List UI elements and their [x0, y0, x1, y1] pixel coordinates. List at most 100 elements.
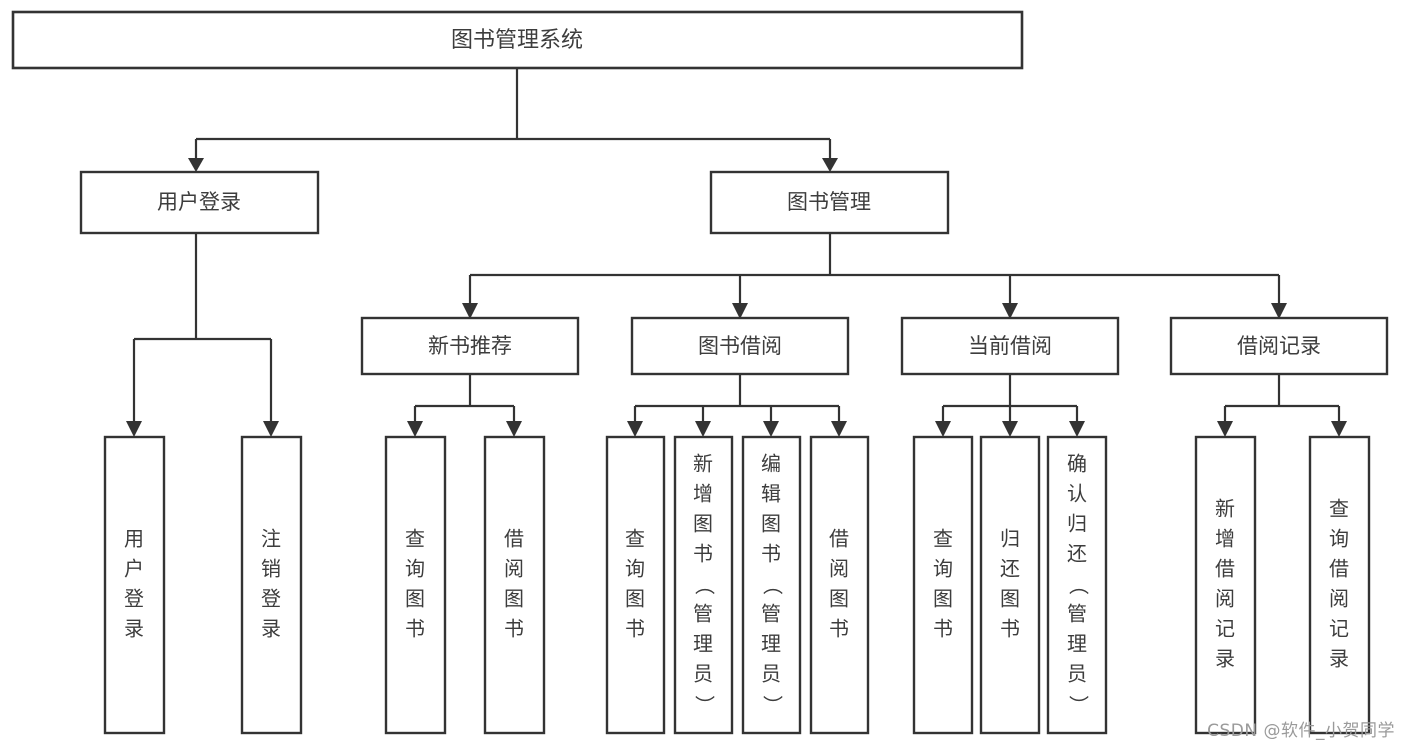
vertical-label-char: 员 [1067, 662, 1087, 686]
node-leaf-user-login[interactable]: 用户登录 [103, 435, 166, 735]
node-book-manage[interactable]: 图书管理 [709, 170, 950, 235]
vertical-label-char: 询 [625, 557, 645, 581]
node-leaf-user-login-box[interactable] [103, 435, 166, 735]
vertical-label-char: 阅 [504, 557, 524, 581]
node-user-login-label: 用户登录 [157, 190, 241, 214]
vertical-label-char: 图 [1000, 587, 1020, 611]
node-leaf-query-book-1-box[interactable] [384, 435, 447, 735]
connector-new-book-recommend-bus [413, 374, 516, 425]
vertical-label-char: 理 [1067, 632, 1087, 656]
node-leaf-borrow-book-2-box[interactable] [809, 435, 870, 735]
vertical-label-char: 借 [504, 527, 524, 551]
node-book-manage-box[interactable] [709, 170, 950, 235]
connector-current-borrow-bus [941, 374, 1079, 425]
node-leaf-edit-book-box[interactable] [741, 435, 802, 735]
node-book-borrow[interactable]: 图书借阅 [630, 316, 850, 376]
node-root-box[interactable] [11, 10, 1024, 70]
node-book-borrow-label: 图书借阅 [698, 334, 782, 358]
vertical-label-char: 询 [933, 557, 953, 581]
vertical-label-char: 用 [124, 527, 144, 551]
arrow-head-leaf-confirm-return [1069, 421, 1085, 437]
node-root[interactable]: 图书管理系统 [11, 10, 1024, 70]
vertical-label-char: 询 [405, 557, 425, 581]
node-book-borrow-box[interactable] [630, 316, 850, 376]
node-current-borrow-label: 当前借阅 [968, 334, 1052, 358]
vertical-label-char: 书 [1000, 617, 1020, 641]
vertical-label-char: 借 [829, 527, 849, 551]
node-current-borrow-box[interactable] [900, 316, 1120, 376]
vertical-label-char: 编 [761, 452, 781, 476]
connector-layer [126, 68, 1347, 437]
vertical-label-char: 录 [124, 617, 144, 641]
vertical-label-char: 书 [504, 617, 524, 641]
node-leaf-borrow-book-1-box[interactable] [483, 435, 546, 735]
node-user-login[interactable]: 用户登录 [79, 170, 320, 235]
node-leaf-query-book-2-box[interactable] [605, 435, 666, 735]
vertical-label-char: 记 [1215, 617, 1235, 641]
arrow-head-leaf-borrow-book-2 [831, 421, 847, 437]
vertical-label-char: 书 [933, 617, 953, 641]
node-borrow-record-box[interactable] [1169, 316, 1389, 376]
node-leaf-user-login-label: 用户登录 [124, 527, 144, 641]
vertical-label-char: ） [1067, 695, 1091, 715]
vertical-label-char: 新 [1215, 497, 1235, 521]
vertical-label-char: 认 [1067, 482, 1087, 506]
vertical-label-char: 理 [761, 632, 781, 656]
node-new-book-recommend[interactable]: 新书推荐 [360, 316, 580, 376]
vertical-label-char: 查 [933, 527, 953, 551]
vertical-label-char: 还 [1067, 542, 1087, 566]
arrow-head-leaf-edit-book [763, 421, 779, 437]
arrow-head-leaf-add-book [695, 421, 711, 437]
arrow-head-leaf-query-record [1331, 421, 1347, 437]
vertical-label-char: 阅 [829, 557, 849, 581]
node-book-manage-label: 图书管理 [787, 190, 871, 214]
node-user-login-box[interactable] [79, 170, 320, 235]
node-leaf-confirm-return-box[interactable] [1046, 435, 1108, 735]
vertical-label-char: 销 [261, 557, 281, 581]
vertical-label-char: 理 [693, 632, 713, 656]
node-leaf-query-record-box[interactable] [1308, 435, 1371, 735]
connector-root-bus [194, 68, 832, 162]
node-borrow-record-label: 借阅记录 [1237, 334, 1321, 358]
vertical-label-char: 还 [1000, 557, 1020, 581]
vertical-label-char: 员 [693, 662, 713, 686]
vertical-label-char: 增 [693, 482, 713, 506]
arrow-head-leaf-add-record [1217, 421, 1233, 437]
vertical-label-char: 查 [625, 527, 645, 551]
connector-book-borrow-bus [633, 374, 841, 425]
node-new-book-recommend-box[interactable] [360, 316, 580, 376]
node-leaf-return-book-box[interactable] [979, 435, 1041, 735]
arrow-head-book-borrow [732, 303, 748, 319]
arrow-head-leaf-user-login [126, 421, 142, 437]
vertical-label-char: 登 [124, 587, 144, 611]
vertical-label-char: 录 [1215, 647, 1235, 671]
node-leaf-add-record-box[interactable] [1194, 435, 1257, 735]
node-leaf-query-book-3-box[interactable] [912, 435, 974, 735]
node-leaf-user-logout-box[interactable] [240, 435, 303, 735]
node-leaf-add-book-box[interactable] [673, 435, 734, 735]
arrow-head-leaf-return-book [1002, 421, 1018, 437]
node-borrow-record[interactable]: 借阅记录 [1169, 316, 1389, 376]
node-current-borrow[interactable]: 当前借阅 [900, 316, 1120, 376]
